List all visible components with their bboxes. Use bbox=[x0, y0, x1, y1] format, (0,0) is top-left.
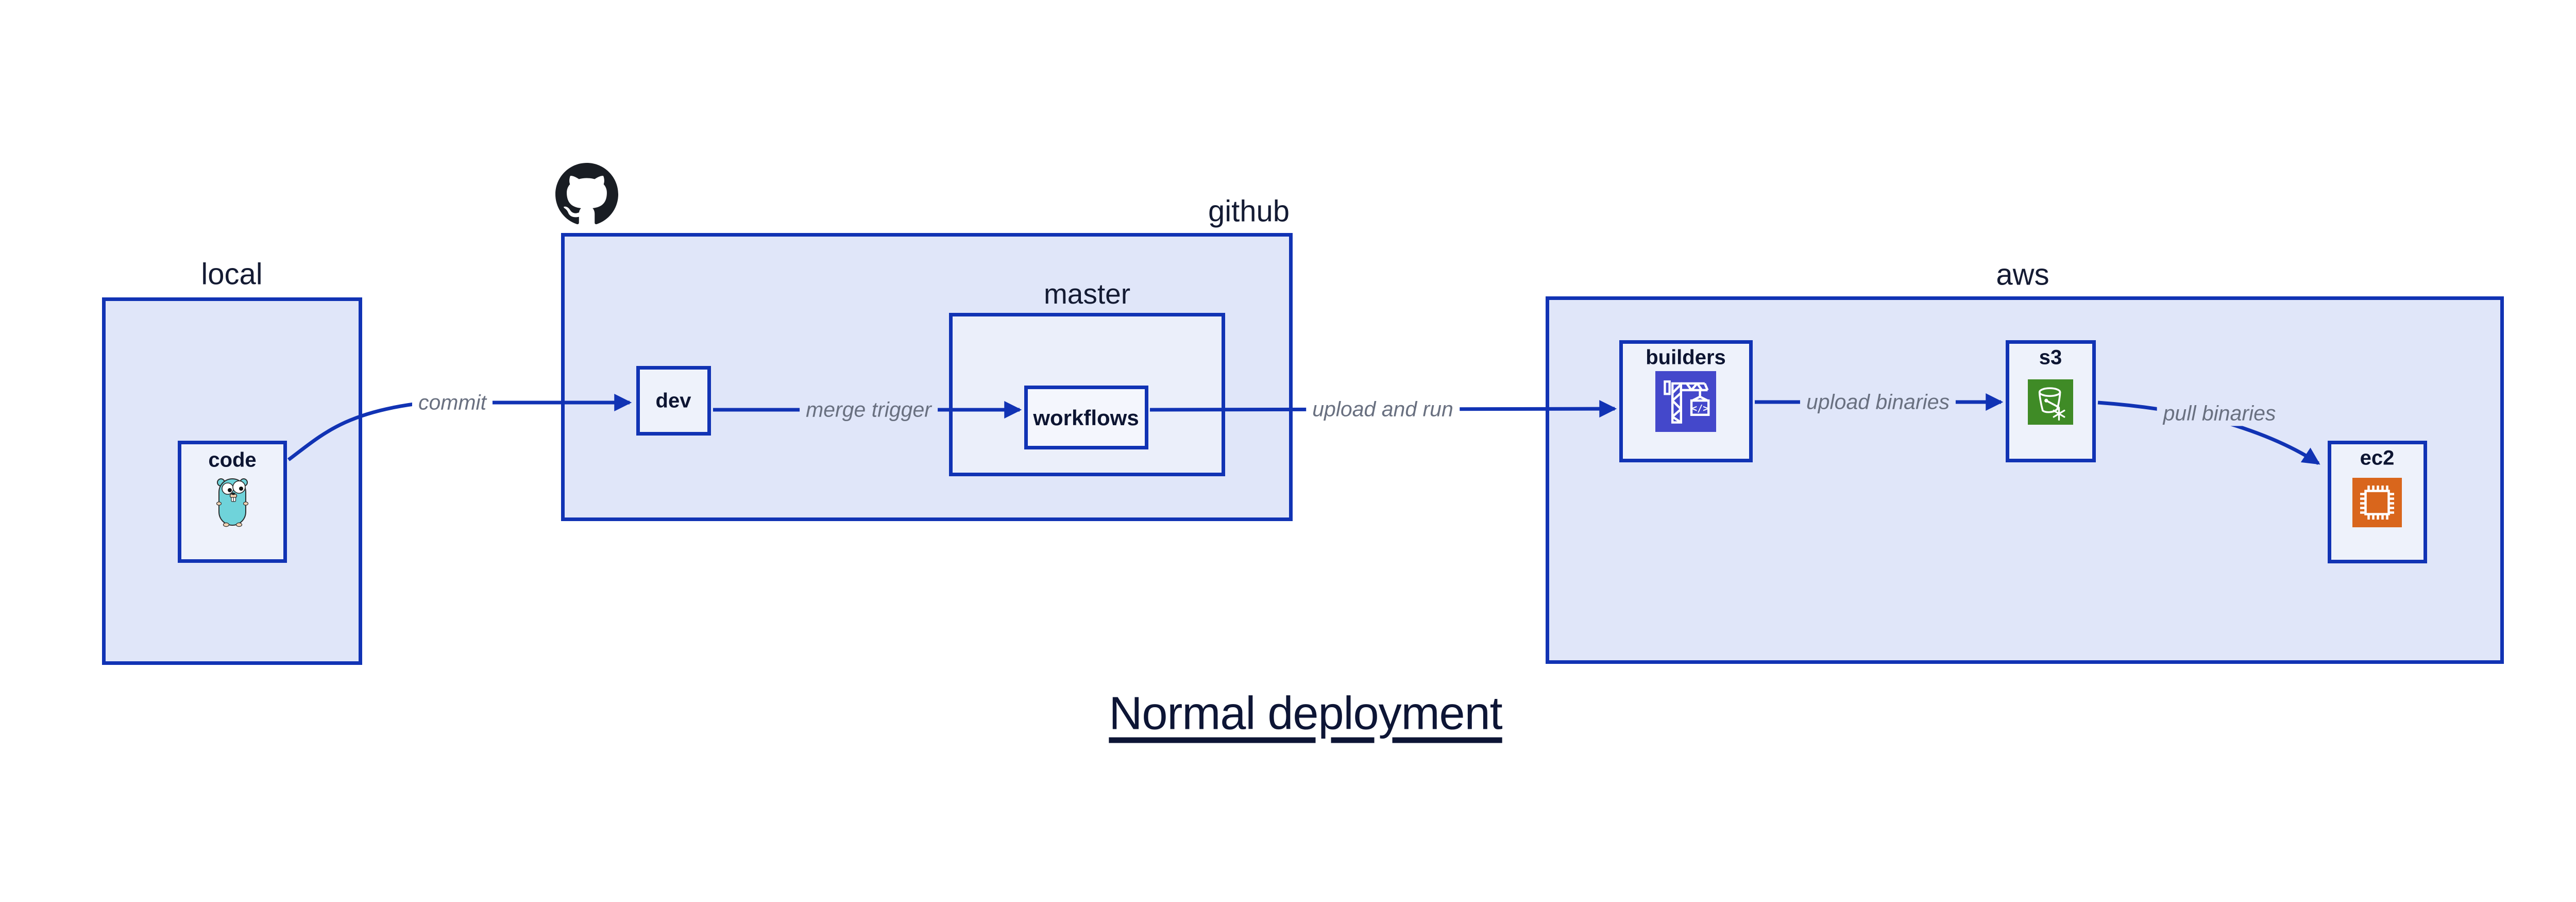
edge-label-upload-and-run: upload and run bbox=[1306, 396, 1460, 422]
dev-node-box bbox=[636, 366, 711, 436]
edge-label-upload-binaries: upload binaries bbox=[1800, 389, 1956, 415]
github-group-label: github bbox=[1208, 194, 1290, 228]
edge-label-merge-trigger: merge trigger bbox=[800, 397, 938, 423]
workflows-node-box bbox=[1024, 386, 1148, 449]
ec2-node-label: ec2 bbox=[2360, 446, 2395, 470]
edge-label-commit: commit bbox=[412, 390, 493, 415]
edge-label-pull-binaries: pull binaries bbox=[2157, 400, 2282, 426]
dev-node-label: dev bbox=[655, 389, 691, 412]
builders-node-label: builders bbox=[1646, 346, 1726, 369]
code-node-label: code bbox=[208, 448, 257, 472]
workflows-node-label: workflows bbox=[1033, 406, 1139, 430]
local-group-label: local bbox=[201, 257, 263, 291]
codebuild-crane-icon: </> bbox=[1655, 371, 1716, 432]
builders-node-box bbox=[1619, 340, 1753, 462]
diagram-title: Normal deployment bbox=[1109, 688, 1502, 740]
s3-node-label: s3 bbox=[2039, 346, 2062, 369]
aws-group-label: aws bbox=[1996, 258, 2049, 292]
master-group-label: master bbox=[1043, 278, 1131, 310]
svg-text:</>: </> bbox=[1691, 403, 1708, 414]
ec2-chip-icon bbox=[2352, 478, 2402, 527]
go-gopher-icon bbox=[216, 478, 249, 527]
s3-glacier-bucket-icon bbox=[2028, 379, 2073, 425]
github-octocat-icon bbox=[555, 163, 618, 224]
